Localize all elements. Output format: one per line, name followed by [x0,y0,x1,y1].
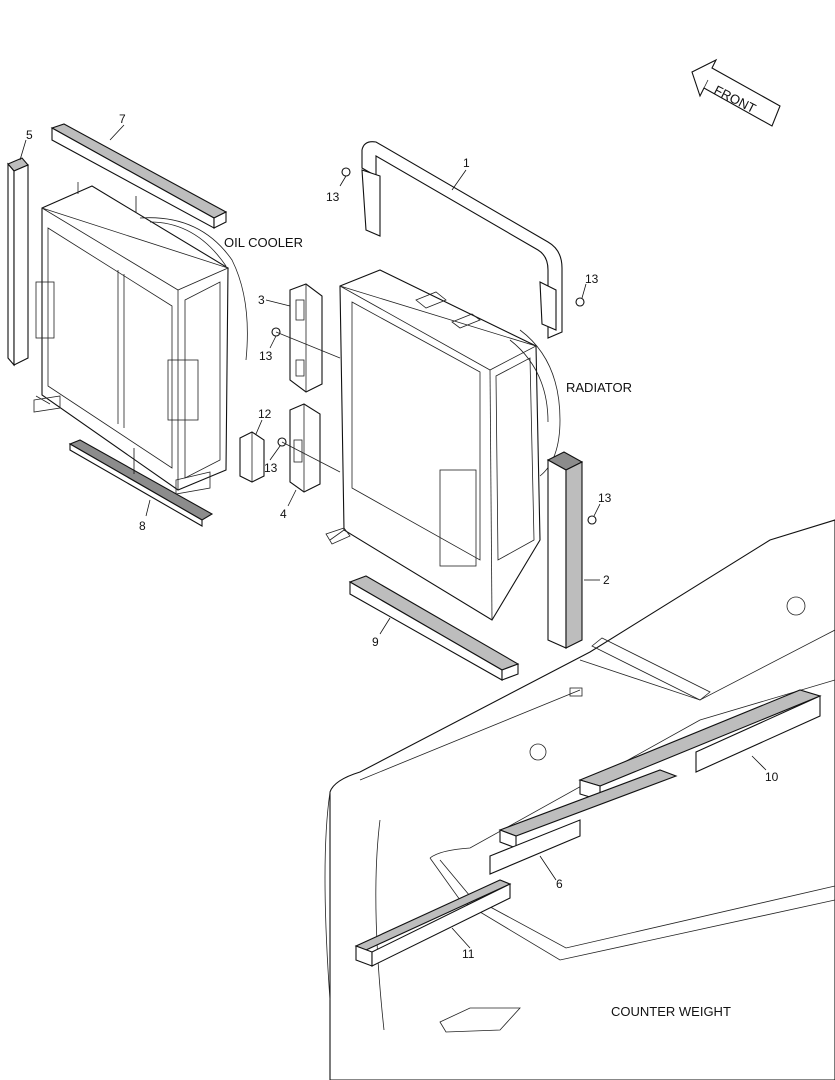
part-number-13-top: 13 [326,190,340,204]
part-number-4: 4 [280,507,287,521]
seal-strip-2 [546,451,584,649]
bracket-4 [289,403,321,493]
seal-strip-11 [354,879,512,967]
part-number-13-left-upper: 13 [259,349,273,363]
part-number-7: 7 [119,112,126,126]
part-number-1: 1 [463,156,470,170]
bolt-icon [575,297,585,307]
bracket-3 [289,283,323,393]
part-number-12: 12 [258,407,272,421]
counter-weight-label: COUNTER WEIGHT [611,1004,731,1019]
oil-cooler [33,182,248,495]
bolt-icon [341,167,351,177]
part-number-13-right-lower: 13 [598,491,612,505]
frame-1 [361,141,563,339]
part-number-5: 5 [26,128,33,142]
part-number-13-right-upper: 13 [585,272,599,286]
part-number-10: 10 [765,770,779,784]
seal-strip-5 [7,157,29,367]
part-number-11: 11 [462,947,475,961]
seal-strip-6 [489,769,678,875]
radiator-label: RADIATOR [566,380,632,395]
bracket-12 [239,431,265,483]
front-arrow-icon [691,58,781,127]
part-number-8: 8 [139,519,146,533]
bolt-icon [587,515,597,525]
oil-cooler-label: OIL COOLER [224,235,303,250]
part-number-13-left-lower: 13 [264,461,278,475]
seal-strip-9 [348,575,520,681]
part-number-9: 9 [372,635,379,649]
part-number-2: 2 [603,573,610,587]
part-number-6: 6 [556,877,563,891]
seal-strip-8 [68,439,214,527]
seal-strip-7 [50,123,228,229]
radiator [325,269,561,621]
part-number-3: 3 [258,293,265,307]
